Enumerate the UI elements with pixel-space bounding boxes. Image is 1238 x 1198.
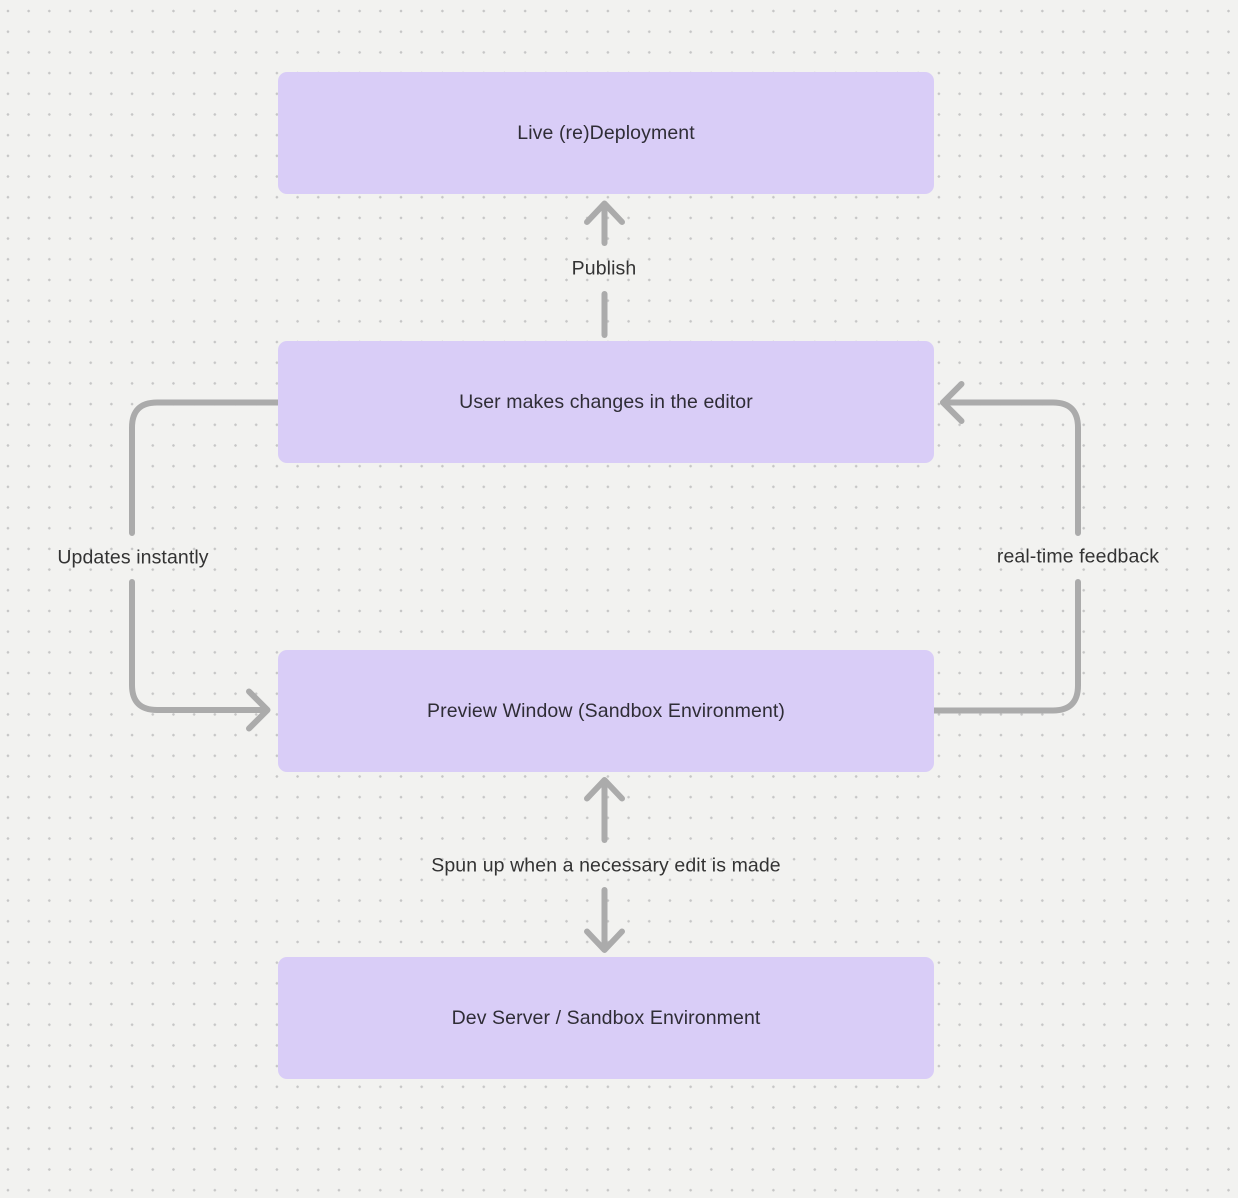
node-label: Dev Server / Sandbox Environment	[451, 1006, 761, 1029]
edge-label-real-time-feedback[interactable]: real-time feedback	[996, 545, 1160, 568]
edge-label-updates-instantly[interactable]: Updates instantly	[57, 546, 209, 569]
node-dev-server[interactable]: Dev Server / Sandbox Environment	[278, 957, 934, 1079]
edge-label-publish[interactable]: Publish	[571, 257, 637, 280]
edge-spun-up-arrow[interactable]	[584, 777, 625, 953]
node-label: Live (re)Deployment	[517, 121, 695, 144]
node-label: User makes changes in the editor	[459, 390, 753, 413]
edge-publish-arrow[interactable]	[584, 200, 625, 338]
node-label: Preview Window (Sandbox Environment)	[427, 699, 785, 722]
edge-label-spun-up[interactable]: Spun up when a necessary edit is made	[431, 854, 781, 877]
edge-real-time-feedback-arrow[interactable]	[931, 381, 1081, 714]
edge-updates-instantly-arrow[interactable]	[129, 399, 281, 732]
node-preview-window[interactable]: Preview Window (Sandbox Environment)	[278, 650, 934, 772]
node-editor-changes[interactable]: User makes changes in the editor	[278, 341, 934, 463]
node-live-redeployment[interactable]: Live (re)Deployment	[278, 72, 934, 194]
